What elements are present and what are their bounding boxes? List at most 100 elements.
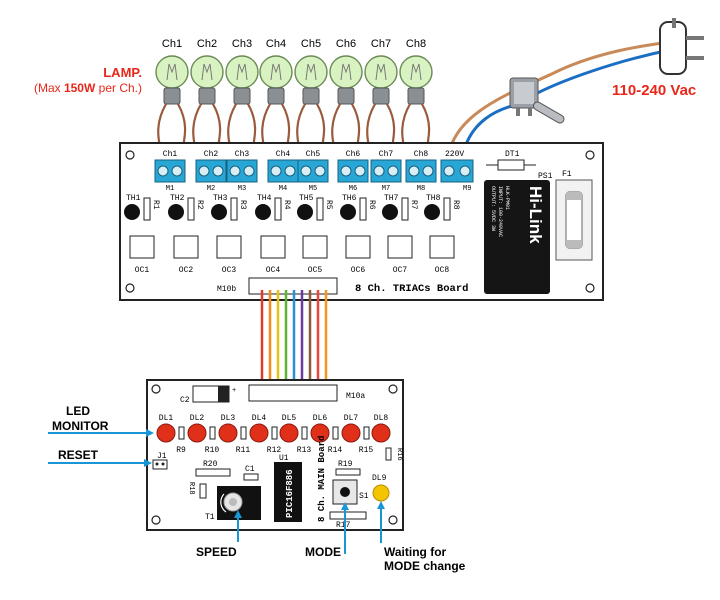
terminal-block	[337, 159, 369, 183]
lamp-channel-label: Ch3	[232, 38, 252, 50]
terminal-id: M6	[349, 185, 357, 193]
led-resistor	[240, 426, 247, 440]
optocoupler-label: OC2	[179, 266, 194, 275]
led-icon	[156, 423, 176, 443]
optocoupler	[387, 235, 413, 259]
triac-resistor	[359, 197, 367, 221]
triac-icon	[297, 204, 313, 220]
optocoupler-label: OC4	[266, 266, 281, 275]
triac-icon	[255, 204, 271, 220]
lamp-base	[198, 87, 216, 105]
led-resistor	[363, 426, 370, 440]
lamp-base	[407, 87, 425, 105]
led-label: DL7	[344, 414, 359, 423]
mains-label: 110-240 Vac	[612, 82, 696, 99]
f1-label: F1	[562, 170, 572, 179]
triac-icon	[382, 204, 398, 220]
mount-hole	[125, 283, 135, 293]
terminal-screw-icon	[443, 165, 455, 177]
terminal-screw-icon	[422, 165, 434, 177]
lamp-filament	[270, 63, 282, 81]
led-icon	[310, 423, 330, 443]
toggle-switch-icon	[509, 77, 565, 124]
terminal-screw-icon	[314, 165, 326, 177]
optocoupler-label: OC7	[393, 266, 408, 275]
triac-resistor	[316, 197, 324, 221]
lamp-note-suffix: per Ch.)	[95, 81, 142, 95]
m10a-label: M10a	[346, 392, 365, 401]
lamp-filament	[201, 63, 213, 81]
terminal-id: M4	[279, 185, 287, 193]
led-resistor-label: R10	[205, 446, 220, 455]
optocoupler-label: OC3	[222, 266, 237, 275]
r20-label: R20	[203, 460, 218, 469]
main-board-title: 8 Ch. MAIN Board	[317, 436, 327, 522]
ps1-label: PS1	[538, 172, 553, 181]
terminal-screw-icon	[229, 165, 241, 177]
callouts: LED MONITOR RESET SPEED MODE Waiting for…	[48, 404, 466, 573]
mount-hole	[125, 150, 135, 160]
optocoupler	[216, 235, 242, 259]
terminal-block	[297, 159, 329, 183]
c1-label: C1	[245, 465, 255, 474]
terminal-screw-icon	[284, 165, 296, 177]
triac-resistor	[143, 197, 151, 221]
led-icon	[187, 423, 207, 443]
terminal-label: Ch4	[276, 150, 291, 159]
optocoupler-label: OC5	[308, 266, 323, 275]
lamp-channel-label: Ch7	[371, 38, 391, 50]
lamp-filament	[305, 63, 317, 81]
led-resistor-label: R13	[297, 446, 312, 455]
terminal-block	[154, 159, 186, 183]
triac-icon	[340, 204, 356, 220]
terminal-m9-label: M9	[463, 185, 471, 193]
lamp-base	[267, 87, 285, 105]
triac-resistor	[187, 197, 195, 221]
lamp-channel-label: Ch6	[336, 38, 356, 50]
mount-hole	[388, 515, 398, 525]
triac-resistor-label: R1	[151, 200, 160, 210]
triac-label: TH1	[126, 194, 141, 203]
terminal-block	[405, 159, 437, 183]
terminal-id: M5	[309, 185, 317, 193]
callout-speed: SPEED	[196, 545, 237, 559]
r18-label: R18	[187, 482, 195, 495]
lamp-base	[372, 87, 390, 105]
triac-label: TH3	[213, 194, 228, 203]
dt1-label: DT1	[505, 150, 520, 159]
u1-chip	[274, 462, 302, 522]
triac-board: Ch1M1Ch2M2Ch3M3Ch4M4Ch5M5Ch6M6Ch7M7Ch8M8…	[119, 142, 604, 301]
lamp-base	[233, 87, 251, 105]
mains-plug-icon	[659, 18, 704, 75]
u1-label: U1	[279, 454, 289, 463]
led-resistor	[271, 426, 278, 440]
terminal-label: Ch8	[414, 150, 429, 159]
terminal-screw-icon	[171, 165, 183, 177]
led-resistor-label: R12	[267, 446, 282, 455]
callout-waiting-line2: MODE change	[384, 559, 466, 573]
led-resistor	[332, 426, 339, 440]
r17-resistor	[329, 511, 367, 520]
callout-led-monitor-line2: MONITOR	[52, 419, 109, 433]
lamp-note-bold: 150W	[64, 81, 96, 95]
psu-line-3: OUTPUT: 5VDC 3W	[490, 186, 496, 231]
led-label: DL6	[313, 414, 328, 423]
triac-icon	[211, 204, 227, 220]
svg-text:+: +	[232, 387, 236, 395]
m10a-connector	[248, 384, 338, 402]
t1-label: T1	[205, 513, 215, 522]
led-label: DL1	[159, 414, 174, 423]
callout-reset: RESET	[58, 448, 99, 462]
terminal-screw-icon	[270, 165, 282, 177]
triac-resistor-label: R7	[409, 200, 418, 210]
triac-icon	[168, 204, 184, 220]
terminal-screw-icon	[354, 165, 366, 177]
optocoupler-label: OC1	[135, 266, 150, 275]
triac-resistor	[401, 197, 409, 221]
led-label: DL5	[282, 414, 297, 423]
optocoupler	[173, 235, 199, 259]
triac-resistor	[443, 197, 451, 221]
c1-capacitor	[243, 473, 259, 481]
lamp-filament	[375, 63, 387, 81]
